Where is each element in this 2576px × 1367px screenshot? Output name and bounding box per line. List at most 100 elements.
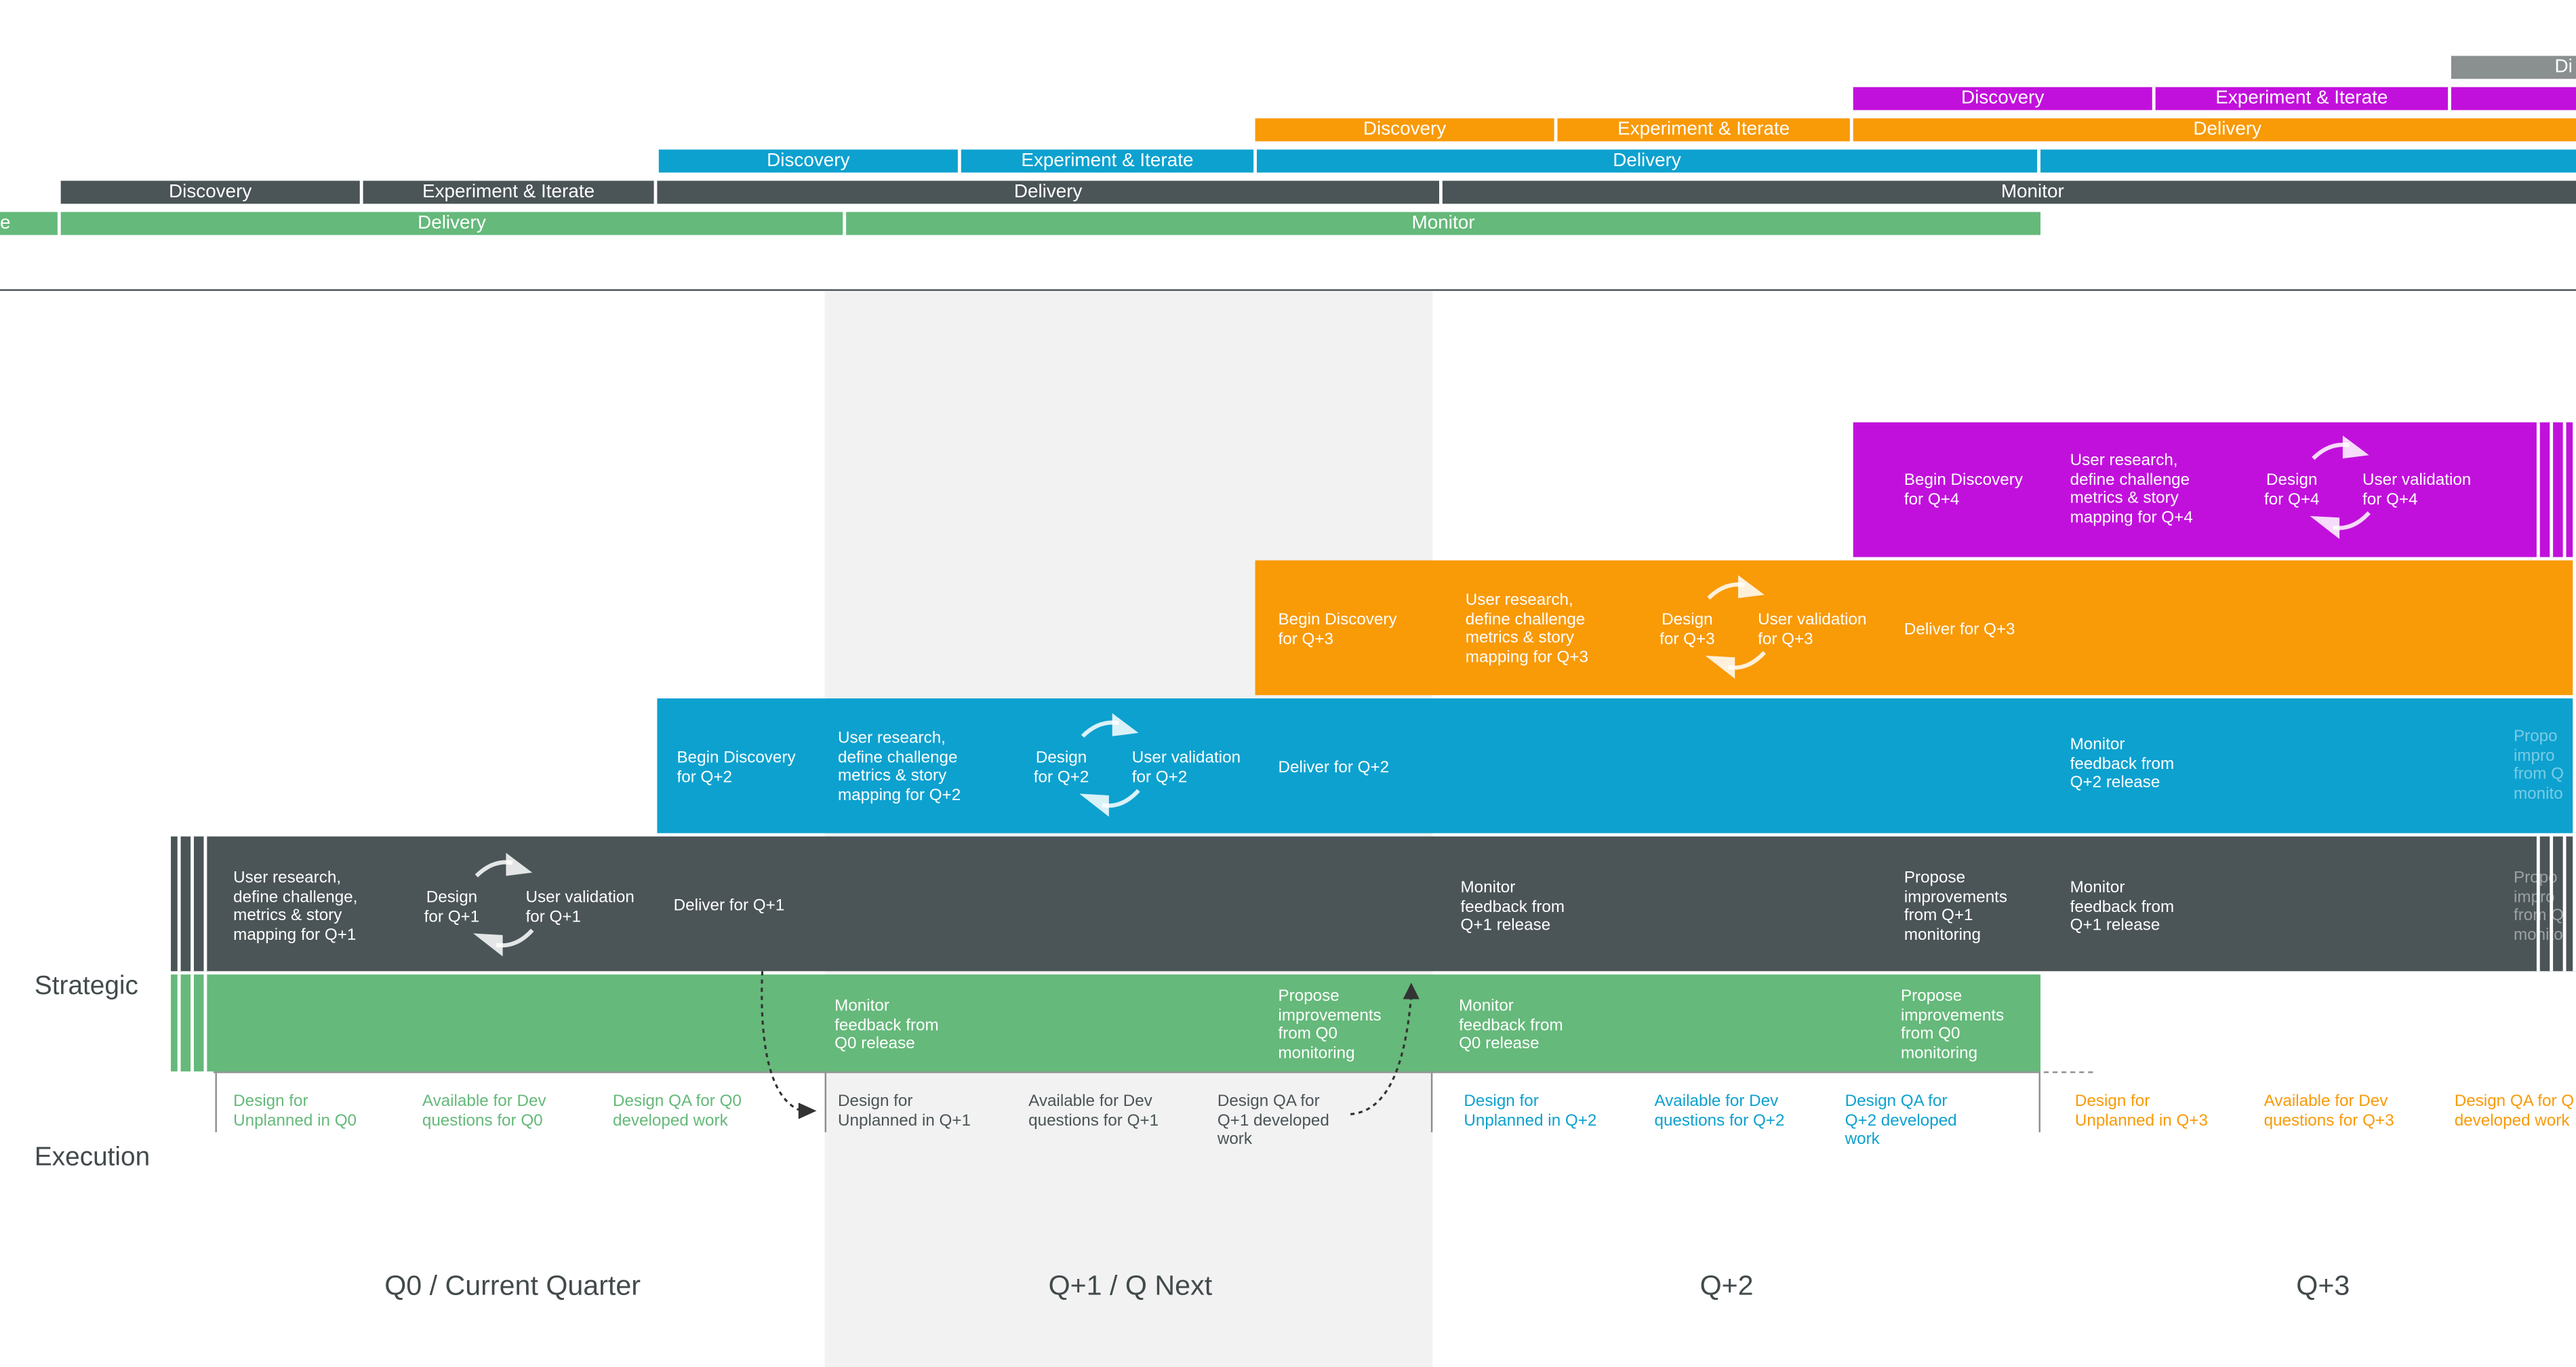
- cycle-arrowhead: [506, 852, 533, 876]
- timeline-dark-experiment: Experiment & Iterate: [363, 180, 654, 204]
- orange-deliver: Deliver for Q+3: [1904, 621, 2015, 639]
- exec-tick-q3: [2038, 1073, 2040, 1132]
- header-divider: [0, 289, 2576, 291]
- timeline-purple-tail: [2451, 87, 2576, 111]
- exec-tick-q2: [1430, 1073, 1433, 1132]
- dark-propose: Propose improvements from Q+1 monitoring: [1904, 869, 2008, 945]
- timeline-gray-discovery: Di: [2451, 56, 2576, 79]
- timeline-blue-discovery: Discovery: [658, 149, 958, 173]
- dark-research: User research, define challenge, metrics…: [233, 869, 358, 945]
- purple-research: User research, define challenge metrics …: [2070, 452, 2193, 527]
- dark-band-stripe: [177, 836, 180, 972]
- timeline-blue-delivery: Delivery: [1256, 149, 2038, 173]
- blue-begin-discovery: Begin Discovery for Q+2: [677, 749, 796, 787]
- timeline-dark-discovery: Discovery: [60, 180, 360, 204]
- dark-deliver: Deliver for Q+1: [673, 897, 785, 915]
- green-monitor-1: Monitor feedback from Q0 release: [834, 997, 939, 1054]
- dark-monitor-1: Monitor feedback from Q+1 release: [1460, 879, 1565, 935]
- cycle-arrows-blue: [1081, 720, 1140, 808]
- blue-validation: User validation for Q+2: [1131, 749, 1241, 787]
- blue-design: Design for Q+2: [1033, 749, 1089, 787]
- cycle-arrowhead: [1079, 793, 1109, 817]
- green-band-stripe: [203, 974, 207, 1072]
- purple-band-stripe: [2573, 422, 2575, 557]
- dotted-connector-unplanned: [761, 971, 803, 1112]
- orange-design: Design for Q+3: [1659, 611, 1715, 649]
- lane-label-execution: Execution: [34, 1143, 150, 1172]
- cycle-arrowhead: [472, 933, 503, 957]
- blue-band: [657, 698, 2576, 833]
- execution-baseline: [214, 1071, 2040, 1073]
- quarter-label-q3: Q+3: [2296, 1270, 2350, 1302]
- dark-band-stripe: [2536, 836, 2539, 972]
- dark-band-stripe: [2562, 836, 2566, 972]
- cycle-arrowhead: [1112, 713, 1139, 736]
- dotted-connector-arrowhead: [798, 1103, 817, 1120]
- quarter-label-q2: Q+2: [1699, 1270, 1754, 1302]
- exec-tick-q0: [215, 1073, 217, 1132]
- blue-deliver: Deliver for Q+2: [1278, 759, 1390, 778]
- timeline-purple-experiment: Experiment & Iterate: [2155, 87, 2449, 111]
- timeline-purple-discovery: Discovery: [1853, 87, 2152, 111]
- dark-monitor-2: Monitor feedback from Q+1 release: [2070, 879, 2175, 935]
- timeline-green-delivery: Delivery: [60, 212, 843, 235]
- purple-band-stripe: [2550, 422, 2552, 557]
- cycle-arrowhead: [2342, 435, 2369, 459]
- dark-design: Design for Q+1: [424, 889, 480, 926]
- cycle-arrowhead: [1738, 575, 1765, 599]
- exec-q2-dev-questions: Available for Dev questions for Q+2: [1654, 1092, 1785, 1130]
- cycle-arrows-purple: [2312, 442, 2371, 530]
- quarter-label-q1: Q+1 / Q Next: [1048, 1270, 1213, 1302]
- orange-research: User research, define challenge metrics …: [1465, 591, 1588, 667]
- purple-band-stripe: [2536, 422, 2539, 557]
- dark-propose-cut: Propo impro from Q monito: [2513, 869, 2564, 945]
- exec-q2-design-unplanned: Design for Unplanned in Q+2: [1464, 1092, 1597, 1130]
- cycle-arrows-orange: [1707, 582, 1767, 670]
- timeline-orange-discovery: Discovery: [1255, 118, 1554, 142]
- purple-band-stripe: [2562, 422, 2566, 557]
- dotted-connector-arrowhead: [1403, 983, 1420, 999]
- timeline-orange-delivery: Delivery: [1853, 118, 2576, 142]
- dark-band-stripe: [190, 836, 193, 972]
- exec-q0-design-unplanned: Design for Unplanned in Q0: [233, 1092, 357, 1130]
- orange-validation: User validation for Q+3: [1758, 611, 1867, 649]
- blue-band-stripe: [2573, 698, 2575, 833]
- cycle-arrowhead: [1705, 655, 1735, 679]
- exec-q0-dev-questions: Available for Dev questions for Q0: [422, 1092, 546, 1130]
- cycle-arrowhead: [2310, 515, 2340, 539]
- purple-validation: User validation for Q+4: [2362, 471, 2472, 509]
- purple-begin-discovery: Begin Discovery for Q+4: [1904, 471, 2023, 509]
- timeline-green-monitor: Monitor: [846, 212, 2040, 235]
- green-band: [171, 974, 2040, 1072]
- exec-q1-design-qa: Design QA for Q+1 developed work: [1217, 1092, 1329, 1149]
- blue-monitor: Monitor feedback from Q+2 release: [2070, 736, 2175, 793]
- dotted-connector-design-qa: [1350, 995, 1413, 1115]
- green-propose-2: Propose improvements from Q0 monitoring: [1900, 987, 2005, 1063]
- exec-q1-design-unplanned: Design for Unplanned in Q+1: [837, 1092, 971, 1130]
- purple-band: [1853, 422, 2576, 557]
- purple-design: Design for Q+4: [2263, 471, 2320, 509]
- orange-begin-discovery: Begin Discovery for Q+3: [1278, 611, 1397, 649]
- cycle-arrows-dark: [475, 860, 534, 948]
- orange-band: [1255, 560, 2576, 696]
- orange-band-stripe: [2573, 560, 2575, 696]
- timeline-dark-delivery: Delivery: [657, 180, 1439, 204]
- blue-propose-cut: Propo impro from Q monito: [2513, 728, 2564, 803]
- timeline-dark-monitor: Monitor: [1442, 180, 2576, 204]
- dark-band-stripe: [2550, 836, 2552, 972]
- green-propose-1: Propose improvements from Q0 monitoring: [1278, 987, 1382, 1063]
- dark-band-stripe: [203, 836, 207, 972]
- green-monitor-2: Monitor feedback from Q0 release: [1459, 997, 1563, 1054]
- dark-validation: User validation for Q+1: [525, 889, 635, 926]
- exec-tick-q1: [824, 1073, 827, 1132]
- exec-q3-design-qa: Design QA for Q developed work: [2454, 1092, 2575, 1130]
- green-band-stripe: [190, 974, 193, 1072]
- blue-research: User research, define challenge metrics …: [837, 730, 961, 805]
- exec-q3-design-unplanned: Design for Unplanned in Q+3: [2074, 1092, 2208, 1130]
- execution-baseline-dash: [2043, 1071, 2093, 1073]
- lane-label-strategic: Strategic: [34, 972, 138, 1001]
- dark-band: [171, 836, 2576, 972]
- exec-q1-dev-questions: Available for Dev questions for Q+1: [1028, 1092, 1159, 1130]
- timeline-orange-experiment: Experiment & Iterate: [1557, 118, 1850, 142]
